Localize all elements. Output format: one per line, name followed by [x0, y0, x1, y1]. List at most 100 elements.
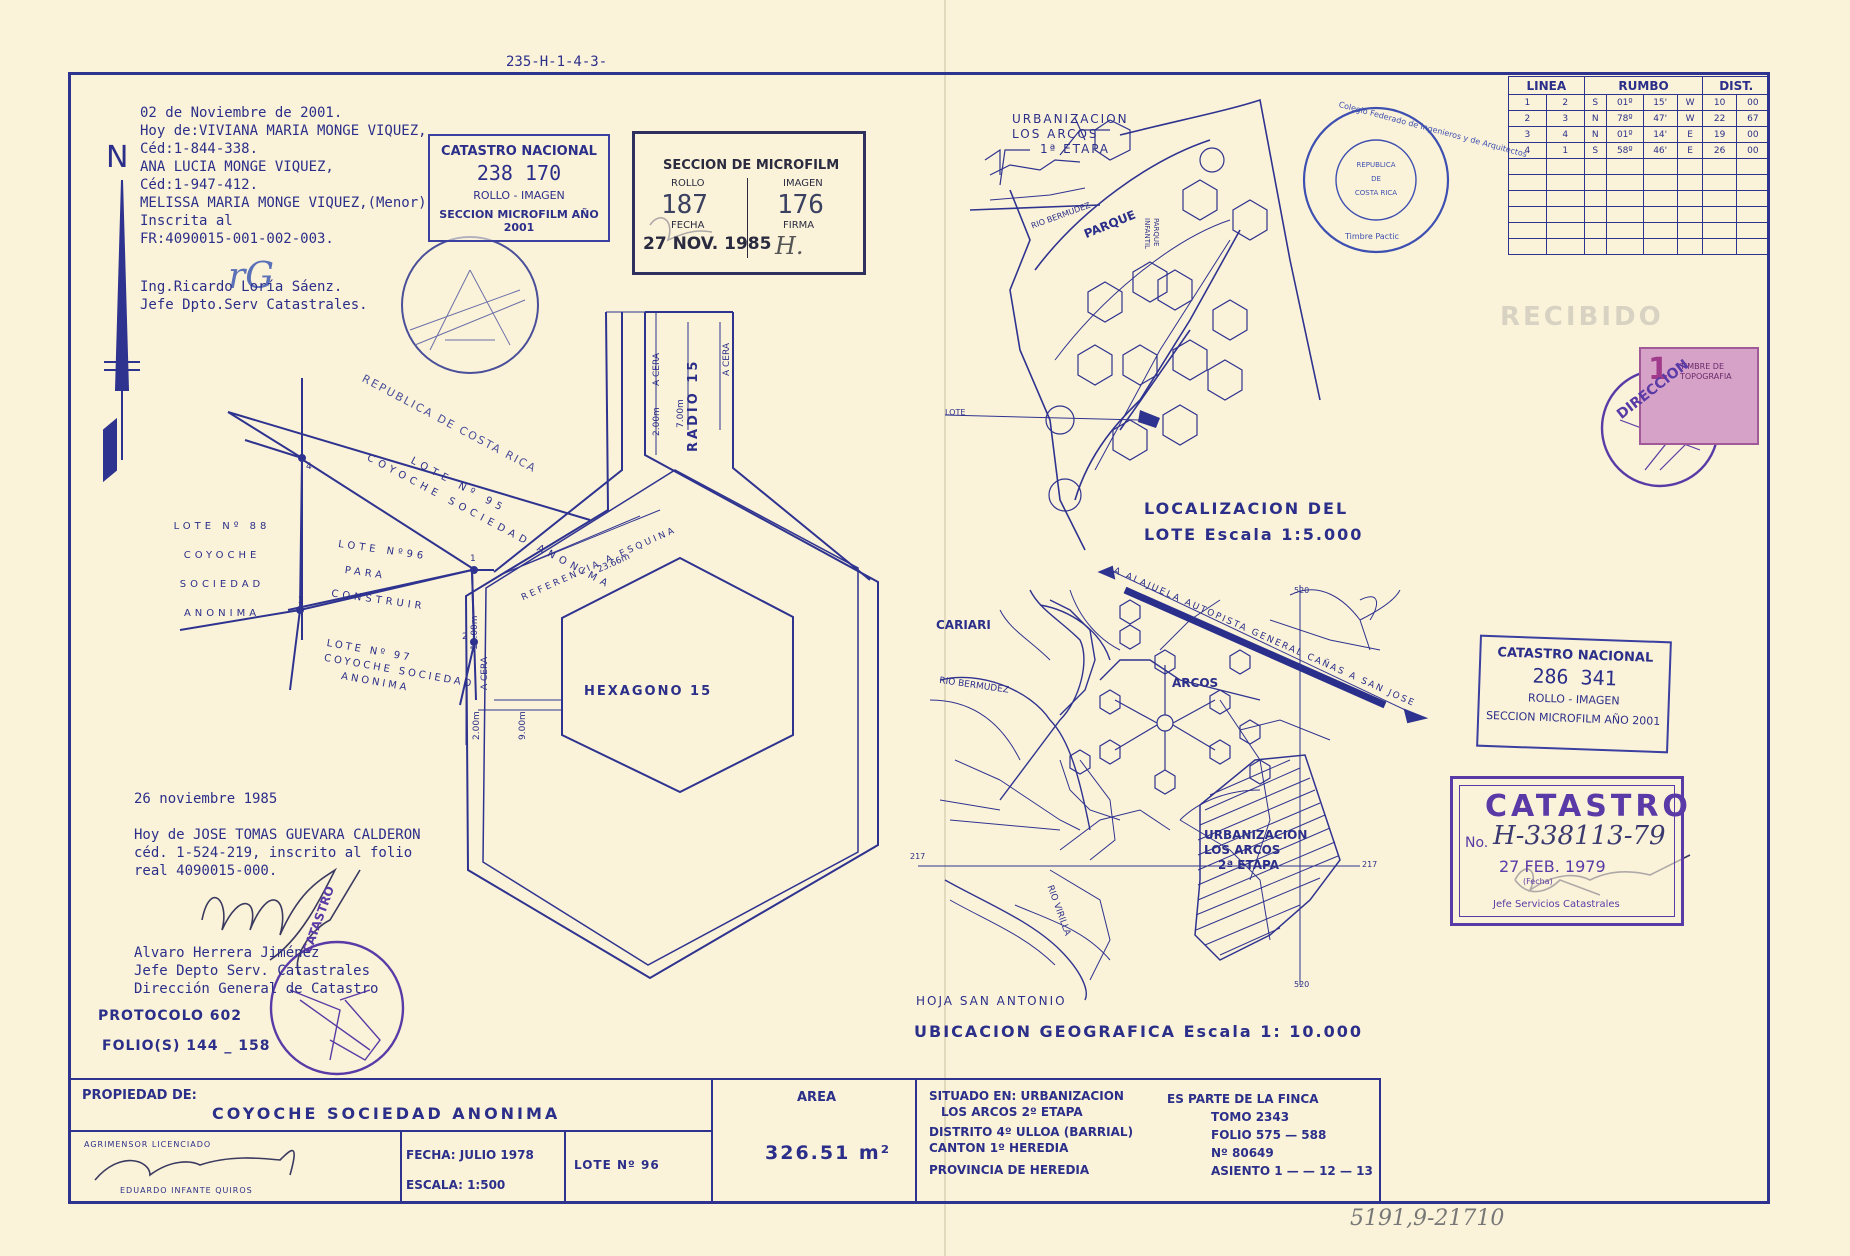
timbre-text: TIMBRE DE TOPOGRAFIA — [1680, 362, 1732, 381]
radio-label: RADIO 15 — [686, 358, 701, 452]
plan-code: 235-H-1-4-3- — [506, 54, 608, 70]
note-line: Dirección General de Catastro — [134, 981, 379, 997]
table-cell: 00 — [1735, 94, 1771, 111]
table-row-empty — [1508, 174, 1771, 191]
table-cell: 2 — [1508, 110, 1547, 127]
fecha-escala-cell: FECHA: JULIO 1978 ESCALA: 1:500 — [400, 1130, 566, 1204]
north-arrow-icon — [114, 179, 130, 391]
ubicacion-title: UBICACION GEOGRAFICA Escala 1: 10.000 — [914, 1022, 1364, 1041]
col-dist: DIST. — [1702, 76, 1770, 95]
table-cell: N — [1583, 110, 1607, 127]
hexagon-label: HEXAGONO 15 — [584, 684, 713, 699]
catastro-nacional-stamp-1: CATASTRO NACIONAL 238 170 ROLLO - IMAGEN… — [428, 134, 610, 242]
note-line: Jefe Depto Serv. Catastrales — [134, 963, 371, 979]
colegio-seal-icon — [1302, 106, 1450, 254]
catastro-seal-icon — [269, 940, 405, 1076]
lote-88-label: LOTE Nº 88 COYOCHE SOCIEDAD ANONIMA — [173, 521, 271, 619]
acera-side: A CERA — [480, 656, 490, 690]
table-cell: S — [1583, 142, 1607, 159]
table-row-empty — [1508, 158, 1771, 175]
fold-line — [944, 0, 946, 1256]
area-cell: AREA 326.51 m² — [711, 1078, 917, 1204]
table-cell: 4 — [1545, 126, 1585, 143]
table-cell: 26 — [1702, 142, 1737, 159]
dim-2m-b: 2.00m — [472, 711, 482, 740]
table-cell: 46' — [1642, 142, 1678, 159]
vertex-1: 1 — [470, 554, 476, 564]
folios: FOLIO(S) 144 _ 158 — [102, 1038, 271, 1054]
acera-top-right: A CERA — [722, 342, 732, 376]
note-line: real 4090015-000. — [134, 863, 278, 879]
table-cell: 1 — [1508, 94, 1547, 111]
note-line: FR:4090015-001-002-003. — [140, 231, 334, 247]
table-cell: 10 — [1702, 94, 1737, 111]
grid-bottom: 520 — [1294, 980, 1310, 989]
table-cell: 2 — [1545, 94, 1585, 111]
situado-cell: SITUADO EN: URBANIZACION LOS ARCOS 2º ET… — [915, 1078, 1381, 1204]
grid-left: 217 — [910, 852, 926, 861]
dim-7m: 7.00m — [676, 399, 686, 428]
table-row-empty — [1508, 238, 1771, 255]
cariari-label: CARIARI — [936, 618, 991, 632]
catastro-nacional-stamp-2: CATASTRO NACIONAL 286 341 ROLLO - IMAGEN… — [1476, 634, 1672, 754]
table-cell: S — [1583, 94, 1607, 111]
note-line: 02 de Noviembre de 2001. — [140, 105, 343, 121]
note-line: Ing.Ricardo Loría Sáenz. — [140, 279, 343, 295]
archive-code: 5191,9-21710 — [1350, 1206, 1505, 1231]
lote-pointer-label: LOTE — [945, 408, 966, 417]
republic-seal-icon — [401, 236, 539, 374]
lote-cell: LOTE Nº 96 — [564, 1130, 713, 1204]
vertex-2: 2 — [462, 632, 468, 642]
table-cell: 78º — [1605, 110, 1644, 127]
table-cell: 58º — [1605, 142, 1644, 159]
table-cell: 3 — [1545, 110, 1585, 127]
signer-2001: Ing.Ricardo Loría Sáenz. Jefe Dpto.Serv … — [140, 278, 368, 314]
col-rumbo: RUMBO — [1583, 76, 1704, 95]
timbre-stamp — [1639, 347, 1759, 445]
table-cell: 67 — [1735, 110, 1771, 127]
urbanizacion-2a-etapa-area — [1194, 754, 1341, 961]
north-letter: N — [106, 140, 129, 175]
propiedad-cell: PROPIEDAD DE: COYOCHE SOCIEDAD ANONIMA — [68, 1078, 713, 1132]
note-line: Hoy de:VIVIANA MARIA MONGE VIQUEZ, — [140, 123, 427, 139]
table-cell: 47' — [1642, 110, 1678, 127]
table-cell: 14' — [1642, 126, 1678, 143]
note-line: céd. 1-524-219, inscrito al folio — [134, 845, 413, 861]
note-1985: 26 noviembre 1985 Hoy de JOSE TOMAS GUEV… — [134, 790, 421, 880]
table-cell: 4 — [1508, 142, 1547, 159]
col-linea: LINEA — [1508, 76, 1585, 95]
table-row-empty — [1508, 190, 1771, 207]
recibido-watermark: RECIBIDO — [1500, 302, 1664, 332]
table-cell: E — [1676, 126, 1704, 143]
note-line: Inscrita al — [140, 213, 233, 229]
note-line: Céd:1-844-338. — [140, 141, 259, 157]
note-line: MELISSA MARIA MONGE VIQUEZ,(Menor) — [140, 195, 427, 211]
table-cell: 01º — [1605, 126, 1644, 143]
table-cell: 01º — [1605, 94, 1644, 111]
dim-2m-a: 2.00m — [652, 407, 662, 436]
table-row-empty — [1508, 206, 1771, 223]
localizacion-title: LOCALIZACION DEL LOTE Escala 1:5.000 — [1144, 499, 1364, 544]
note-line: Jefe Dpto.Serv Catastrales. — [140, 297, 368, 313]
arcos-label: ARCOS — [1172, 676, 1219, 690]
lote-96-label: LOTE Nº96 PARA CONSTRUIR — [330, 538, 428, 613]
microfilm-stamp: SECCION DE MICROFILM ROLLO IMAGEN 187 17… — [632, 131, 866, 275]
catastro-registry-stamp: CATASTRO No. H-338113-79 27 FEB. 1979 (F… — [1450, 776, 1688, 926]
urbanizacion-1a-label: URBANIZACION LOS ARCOS 1ª ETAPA — [1012, 112, 1129, 156]
note-line: 26 noviembre 1985 — [134, 791, 278, 807]
hexagon-blocks-icon — [1045, 147, 1268, 512]
acera-top-left: A CERA — [652, 352, 662, 386]
grid-top: 520 — [1294, 586, 1310, 595]
grid-right: 217 — [1362, 860, 1378, 869]
parque-infantil-label: PARQUE INFANTIL — [1143, 218, 1160, 249]
dim-9m: 9.00m — [518, 711, 528, 740]
handwritten-initials: rG — [228, 256, 274, 297]
table-row-empty — [1508, 222, 1771, 239]
urbanizacion-2a-label: URBANIZACION LOS ARCOS 2ª ETAPA — [1204, 828, 1308, 872]
timbre-value: 1 — [1648, 352, 1669, 387]
